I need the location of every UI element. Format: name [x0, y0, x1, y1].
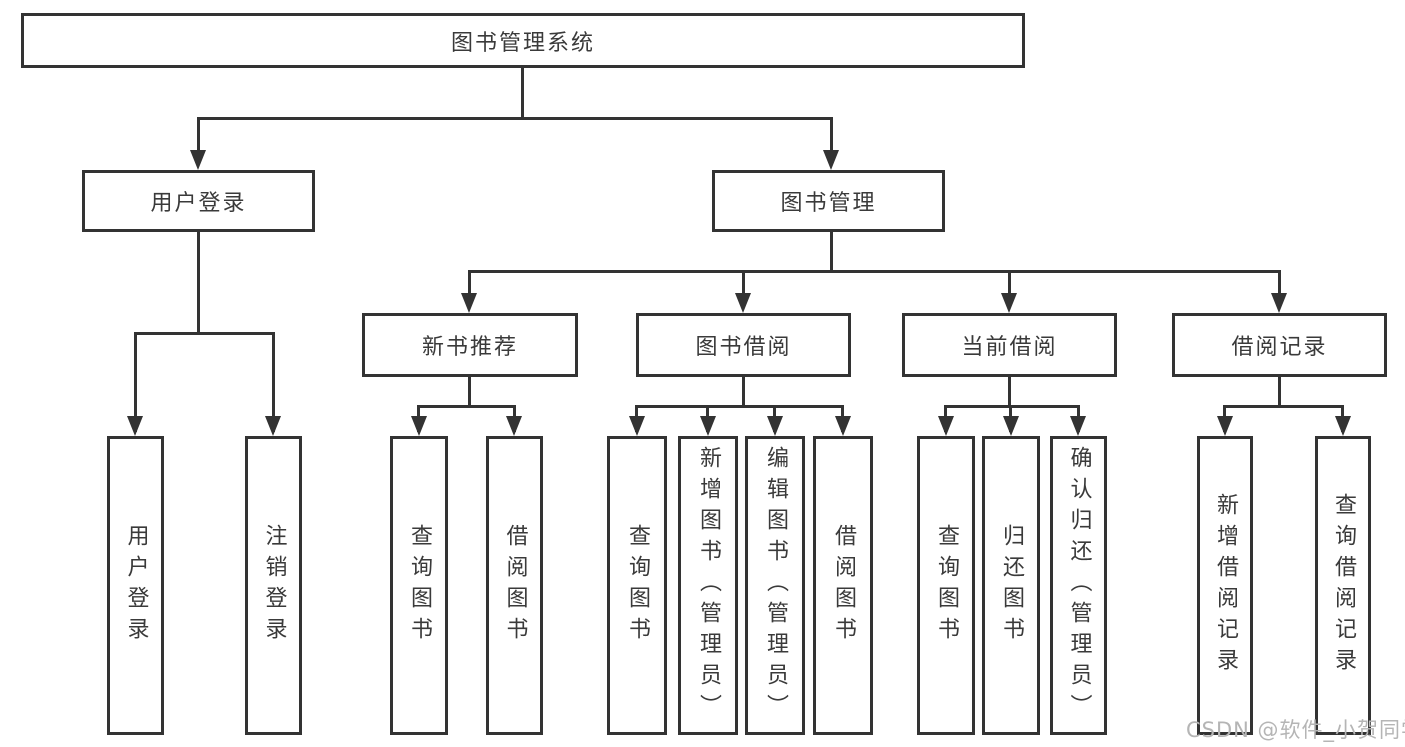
- connector-line: [197, 117, 833, 120]
- node-leaf-borrow-add: 新增图书（管理员）: [678, 436, 738, 735]
- node-leaf-borrow-query: 查询图书: [607, 436, 667, 735]
- connector-line: [272, 332, 275, 432]
- node-leaf-user-login: 用户登录: [107, 436, 164, 735]
- connector-line: [742, 270, 745, 308]
- connector-line: [830, 232, 833, 273]
- arrow-head: [735, 293, 751, 313]
- node-leaf-newbook-query: 查询图书: [390, 436, 448, 735]
- node-leaf-logout: 注销登录: [245, 436, 302, 735]
- node-root: 图书管理系统: [21, 13, 1025, 68]
- connector-line: [468, 377, 471, 408]
- arrow-head: [461, 293, 477, 313]
- node-leaf-borrow-borrow: 借阅图书: [813, 436, 873, 735]
- arrow-head: [823, 150, 839, 170]
- node-leaf-record-query: 查询借阅记录: [1315, 436, 1371, 735]
- arrow-head: [767, 416, 783, 436]
- arrow-head: [190, 150, 206, 170]
- node-leaf-current-confirm: 确认归还（管理员）: [1050, 436, 1107, 735]
- node-leaf-borrow-edit: 编辑图书（管理员）: [745, 436, 805, 735]
- arrow-head: [629, 416, 645, 436]
- arrow-head: [1271, 293, 1287, 313]
- node-book-borrow: 图书借阅: [636, 313, 851, 377]
- connector-line: [468, 270, 471, 308]
- arrow-head: [938, 416, 954, 436]
- connector-line: [635, 405, 844, 408]
- connector-line: [944, 405, 1080, 408]
- connector-line: [1278, 377, 1281, 408]
- connector-line: [134, 332, 137, 432]
- connector-line: [468, 270, 1281, 273]
- connector-line: [521, 68, 524, 118]
- node-current-borrow: 当前借阅: [902, 313, 1117, 377]
- connector-line: [417, 405, 516, 408]
- connector-line: [197, 117, 200, 162]
- node-leaf-record-add: 新增借阅记录: [1197, 436, 1253, 735]
- csdn-watermark: CSDN @软件_小贺同学: [1186, 718, 1405, 742]
- connector-line: [742, 377, 745, 408]
- arrow-head: [1003, 416, 1019, 436]
- arrow-head: [411, 416, 427, 436]
- node-book-mgmt: 图书管理: [712, 170, 945, 232]
- connector-line: [830, 117, 833, 162]
- arrow-head: [506, 416, 522, 436]
- node-leaf-newbook-borrow: 借阅图书: [486, 436, 543, 735]
- node-user-login: 用户登录: [82, 170, 315, 232]
- node-leaf-current-query: 查询图书: [917, 436, 975, 735]
- arrow-head: [700, 416, 716, 436]
- connector-line: [1008, 270, 1011, 308]
- arrow-head: [1001, 293, 1017, 313]
- connector-line: [1278, 270, 1281, 308]
- arrow-head: [265, 416, 281, 436]
- arrow-head: [127, 416, 143, 436]
- arrow-head: [1070, 416, 1086, 436]
- connector-line: [134, 332, 275, 335]
- connector-line: [1223, 405, 1344, 408]
- arrow-head: [835, 416, 851, 436]
- node-borrow-record: 借阅记录: [1172, 313, 1387, 377]
- node-leaf-current-return: 归还图书: [982, 436, 1040, 735]
- arrow-head: [1335, 416, 1351, 436]
- node-new-book: 新书推荐: [362, 313, 578, 377]
- connector-line: [1008, 377, 1011, 408]
- arrow-head: [1217, 416, 1233, 436]
- connector-line: [197, 232, 200, 335]
